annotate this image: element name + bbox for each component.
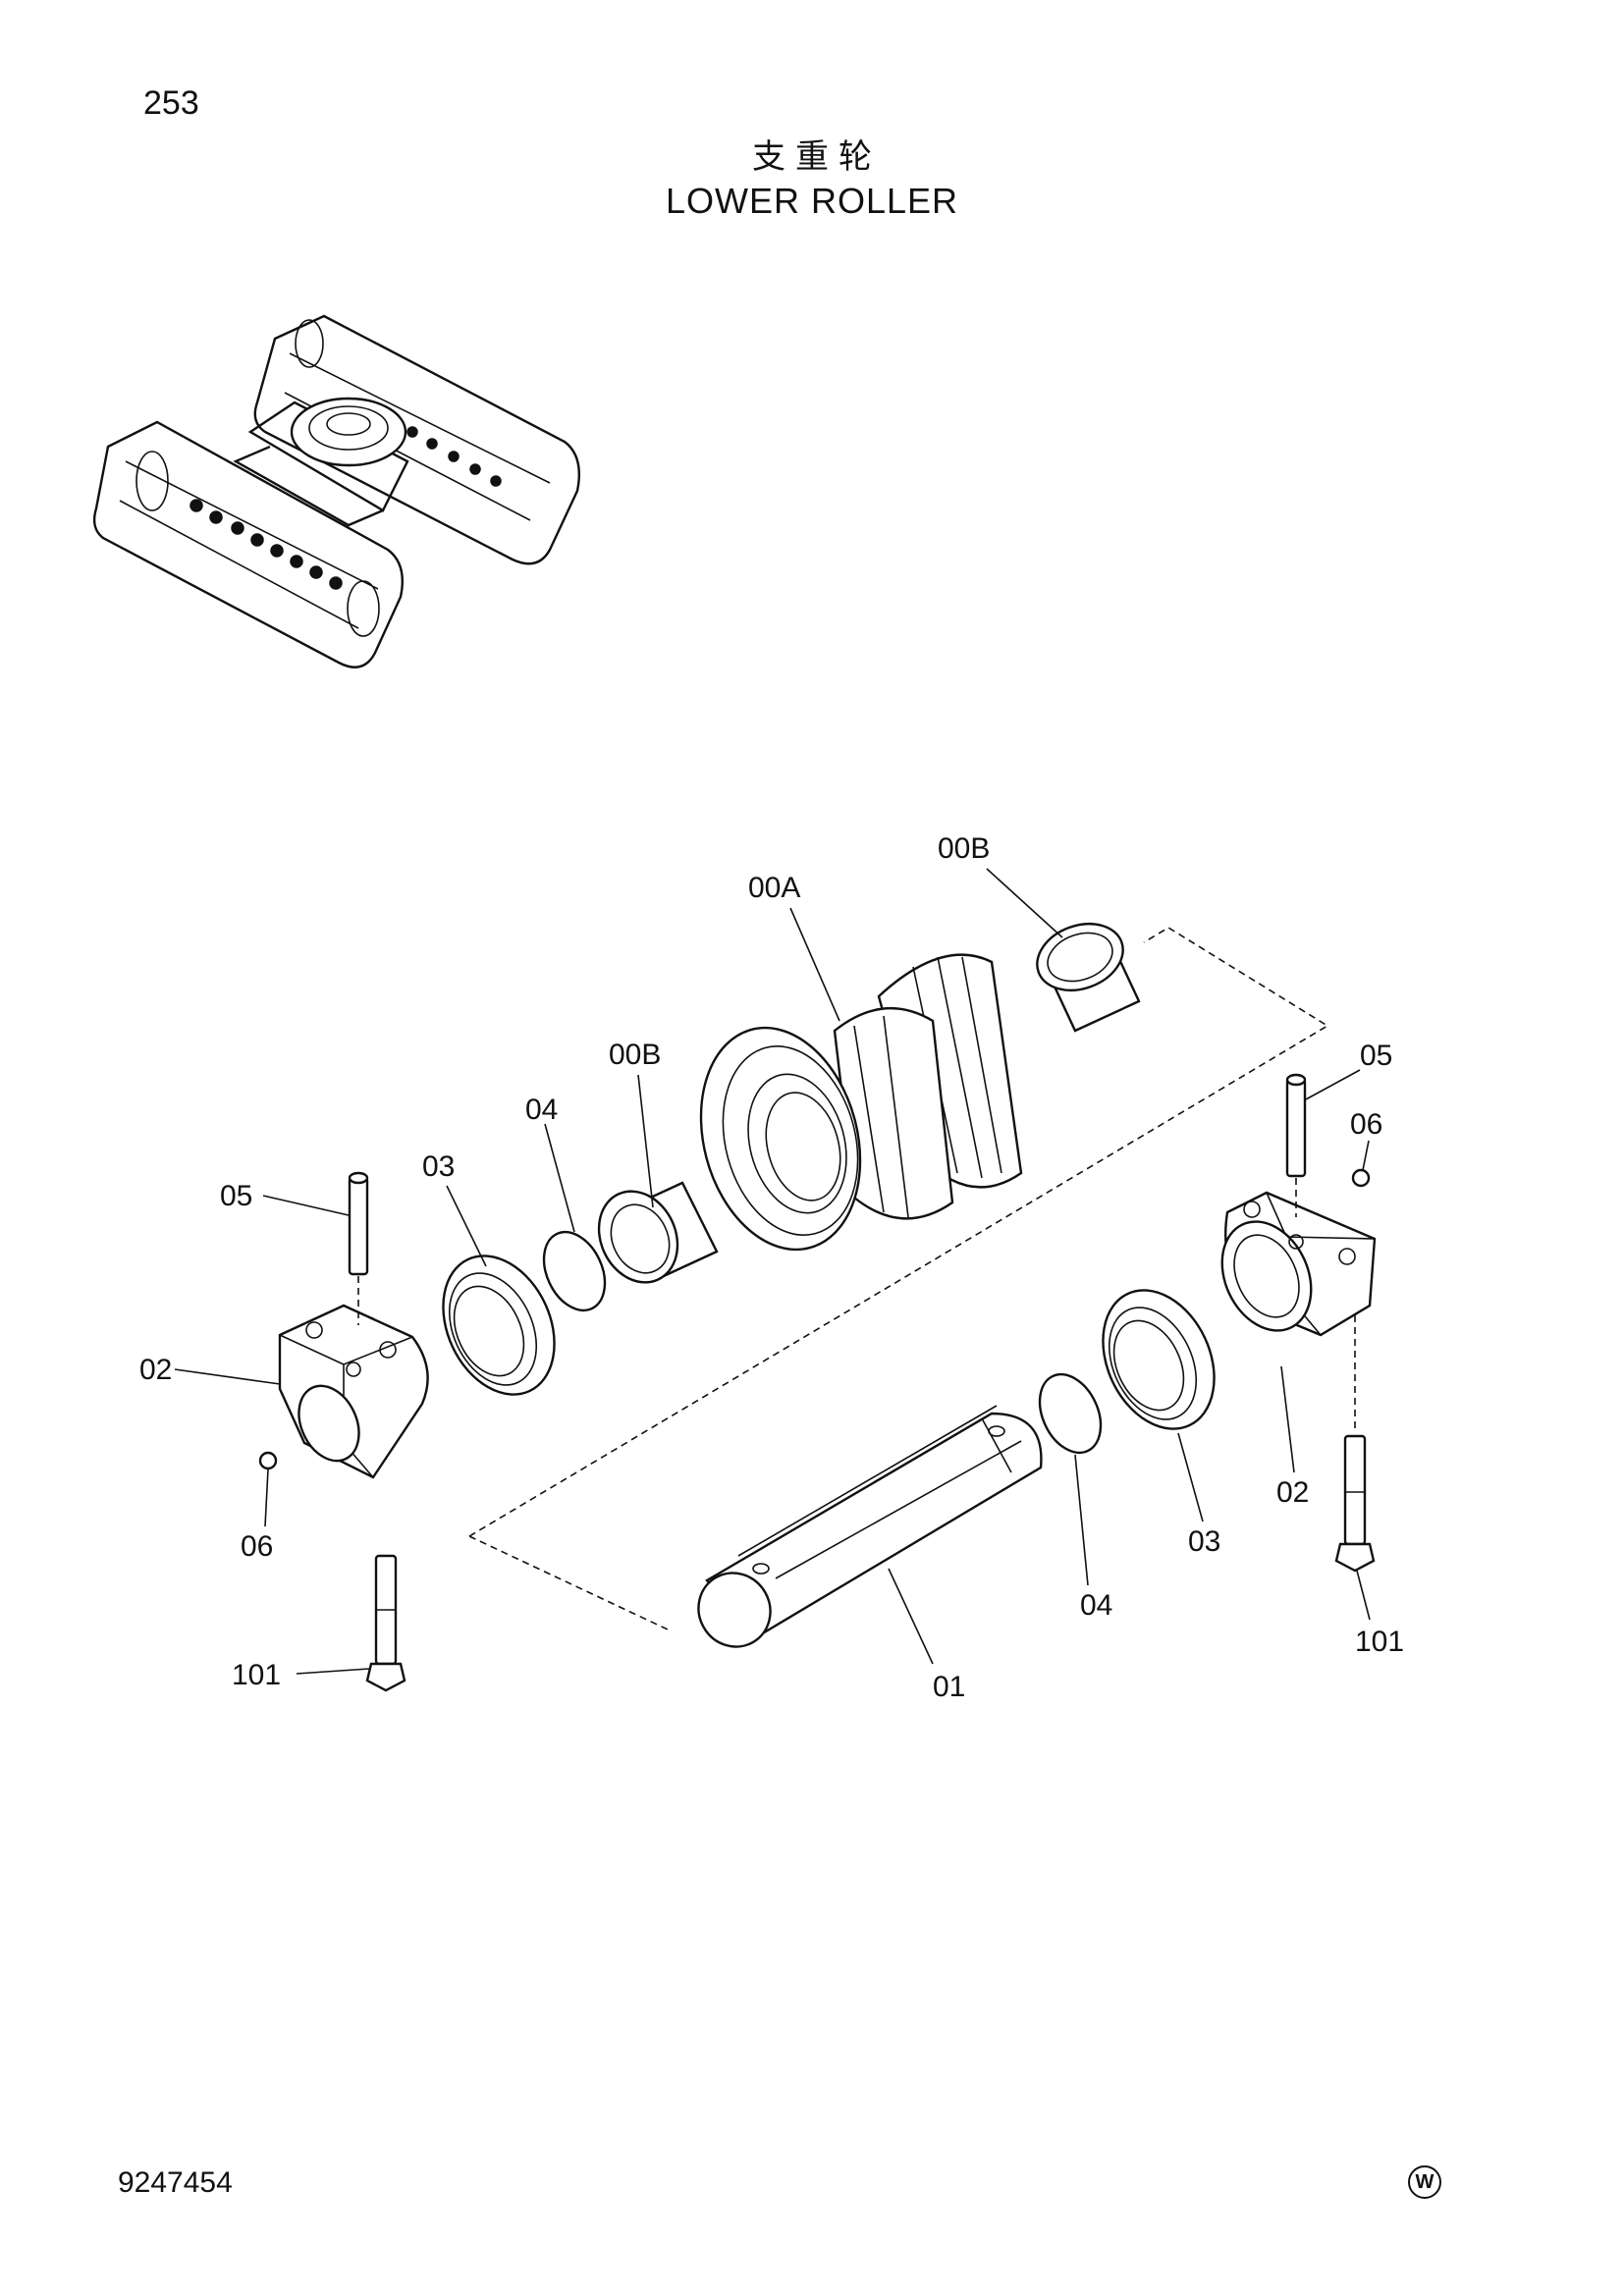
- callout-06-left: 06: [241, 1530, 273, 1563]
- page-title-chinese: 支重轮: [752, 137, 882, 177]
- callout-02-right: 02: [1276, 1476, 1309, 1509]
- page-title: LOWER ROLLER: [665, 181, 959, 221]
- collar-left: [278, 1304, 429, 1479]
- bolt-right: [1334, 1315, 1376, 1573]
- o-ring-left: [542, 1230, 607, 1312]
- undercarriage-overview: [92, 314, 581, 668]
- callout-101-left: 101: [232, 1659, 281, 1691]
- callout-03-left: 03: [422, 1150, 455, 1183]
- floating-seal-left: [442, 1255, 556, 1396]
- callout-05-right: 05: [1360, 1040, 1392, 1072]
- callout-06-right: 06: [1350, 1108, 1382, 1141]
- callout-04-right: 04: [1080, 1589, 1112, 1622]
- callout-00a: 00A: [748, 872, 800, 904]
- callout-02-left: 02: [139, 1354, 172, 1386]
- bolt-left: [365, 1554, 406, 1692]
- roller-body: [699, 953, 1023, 1252]
- shaft: [697, 1405, 1043, 1648]
- callout-00b-left: 00B: [609, 1039, 661, 1071]
- pin-left: [348, 1171, 369, 1325]
- plug-right: [1351, 1168, 1371, 1188]
- collar-right: [1220, 1191, 1377, 1337]
- callout-101-right: 101: [1355, 1626, 1404, 1658]
- callout-05-left: 05: [220, 1180, 252, 1212]
- callout-03-right: 03: [1188, 1525, 1220, 1558]
- assembly-axis: [468, 927, 1329, 1630]
- callout-01: 01: [933, 1671, 965, 1703]
- bushing-right: [1036, 923, 1141, 1033]
- plug-left: [258, 1451, 278, 1470]
- footer-w-mark: W: [1408, 2165, 1441, 2199]
- drawing-number: 9247454: [118, 2166, 233, 2199]
- callout-04-left: 04: [525, 1094, 558, 1126]
- bushing-left: [597, 1181, 719, 1284]
- pin-right: [1285, 1073, 1307, 1217]
- o-ring-right: [1038, 1372, 1103, 1455]
- page-number: 253: [143, 84, 199, 122]
- floating-seal-right: [1102, 1289, 1216, 1430]
- callout-00b-top: 00B: [938, 832, 990, 865]
